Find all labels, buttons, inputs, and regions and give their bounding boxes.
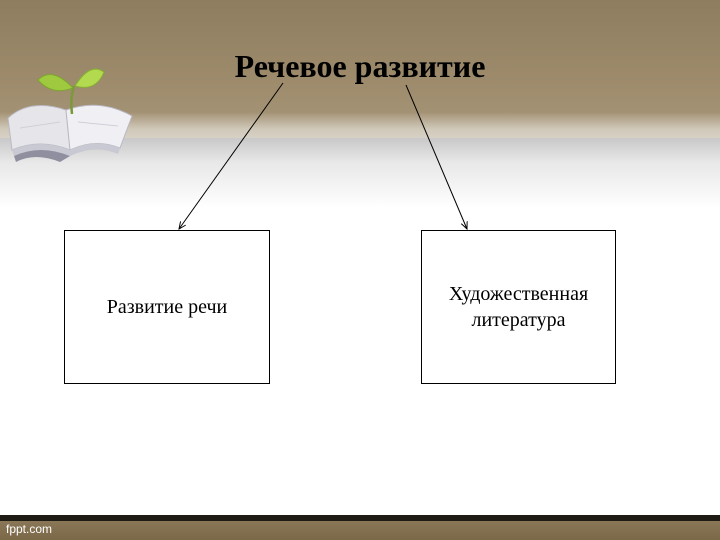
footer-line [0,515,720,521]
footer-band [0,521,720,540]
box-fiction-literature-label: Художественная литература [448,283,589,331]
header-fade [0,138,720,208]
book-sprout-icon [7,68,133,162]
box-fiction-literature: Художественная литература [421,230,616,384]
box-speech-development-label: Развитие речи [106,296,228,318]
footer-brand: fppt.com [6,522,53,536]
box-speech-development: Развитие речи [64,230,270,384]
page-title: Речевое развитие [234,48,486,84]
